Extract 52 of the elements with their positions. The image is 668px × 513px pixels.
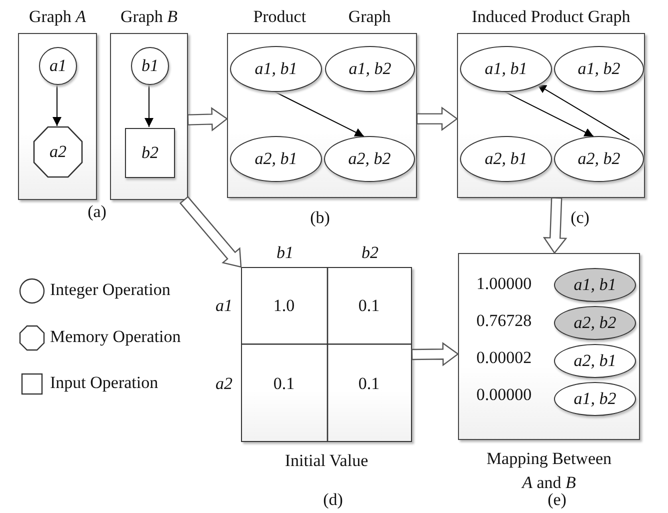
ellipse-node: a1, b2: [554, 46, 644, 92]
ellipse-node: a2, b1: [554, 344, 636, 378]
block-arrow: [187, 107, 228, 132]
block-arrow: [411, 342, 460, 366]
panel-caption: (e): [548, 490, 566, 510]
legend-label: Input Operation: [50, 373, 158, 393]
ellipse-node: a2, b1: [460, 136, 552, 182]
panel-caption: (d): [323, 490, 343, 510]
panel-caption: (b): [310, 208, 330, 228]
column-header: b1: [276, 243, 294, 263]
ellipse-node: a1, b1: [460, 46, 552, 92]
panel-heading: Graph B: [120, 7, 178, 27]
panel-heading: Product Graph: [253, 7, 391, 27]
matrix-value: 0.1: [358, 374, 380, 394]
arrow: [502, 90, 594, 137]
ellipse-node: a2, b2: [554, 306, 636, 340]
column-header: b2: [362, 243, 378, 263]
legend-label: Memory Operation: [50, 327, 181, 347]
row-header: a1: [216, 296, 232, 316]
score-value: 1.00000: [476, 274, 532, 294]
ellipse-node: a2, b2: [554, 136, 644, 182]
square-node: b2: [125, 128, 175, 178]
ellipse-node: a2, b1: [230, 136, 322, 182]
matrix-value: 0.1: [358, 296, 380, 316]
score-value: 0.76728: [476, 311, 532, 331]
score-value: 0.00002: [476, 348, 532, 368]
arrow: [272, 90, 364, 137]
block-arrow: [542, 197, 568, 254]
row-header: a2: [216, 374, 232, 394]
block-arrow: [179, 196, 242, 268]
panel-heading: Induced Product Graph: [472, 7, 630, 27]
ellipse-node: a1, b1: [554, 268, 636, 302]
ellipse-node: a1, b2: [325, 46, 415, 92]
legend-label: Integer Operation: [50, 280, 170, 300]
arrow: [536, 84, 630, 140]
panel-heading: Graph A: [28, 7, 86, 27]
panel-caption: Initial Value: [284, 450, 370, 472]
arrow: [144, 84, 154, 128]
panel-caption: (a): [88, 202, 106, 222]
matrix-value: 1.0: [273, 296, 295, 316]
ellipse-node: a1, b1: [230, 46, 322, 92]
circle-node: b1: [131, 47, 169, 85]
block-arrow: [416, 106, 458, 131]
panel-caption: (c): [570, 208, 590, 228]
panel-caption: Mapping Between A and B: [485, 448, 613, 493]
circle-node: a1: [39, 47, 77, 85]
arrow: [52, 84, 62, 126]
score-value: 0.00000: [476, 385, 532, 405]
ellipse-node: a1, b2: [554, 382, 636, 416]
matrix-value: 0.1: [273, 374, 295, 394]
octagon-node: a2: [34, 127, 82, 177]
ellipse-node: a2, b2: [324, 136, 415, 182]
